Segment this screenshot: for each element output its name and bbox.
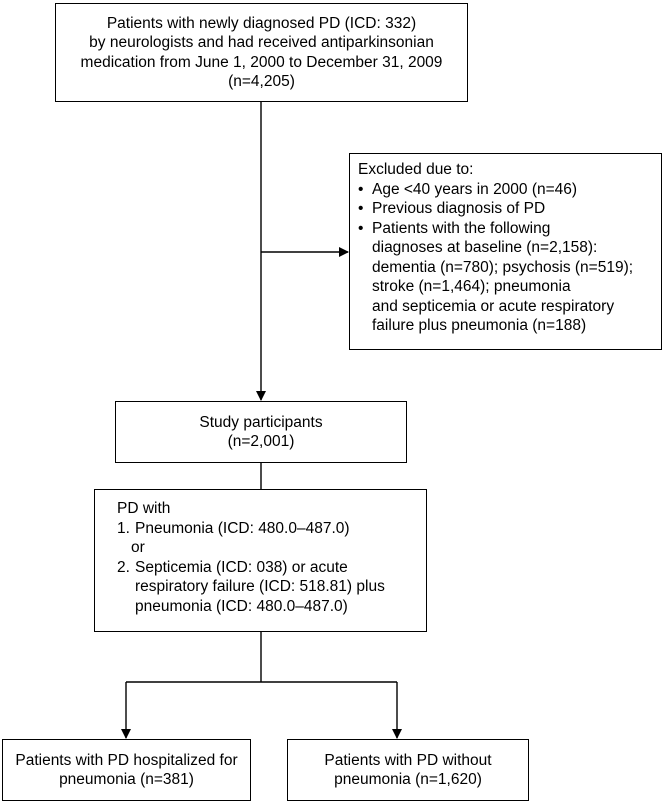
exclusion-item: • Age <40 years in 2000 (n=46) bbox=[358, 180, 661, 200]
pd-criteria-item: 2. Septicemia (ICD: 038) or acute respir… bbox=[117, 558, 426, 617]
outcome-hospitalized-label: Patients with PD hospitalized for bbox=[15, 751, 238, 769]
initial-cohort-box: Patients with newly diagnosed PD (ICD: 3… bbox=[55, 3, 468, 102]
outcome-without-pneumonia-box: Patients with PD without pneumonia (n=1,… bbox=[287, 739, 529, 801]
bullet-icon: • bbox=[358, 180, 364, 198]
pd-criteria-box: PD with 1. Pneumonia (ICD: 480.0–487.0) … bbox=[94, 489, 427, 632]
pd-criteria-text: respiratory failure (ICD: 518.81) plus bbox=[135, 578, 385, 595]
exclusion-item-text: dementia (n=780); psychosis (n=519); bbox=[372, 258, 634, 276]
item-number: 1. bbox=[117, 519, 130, 537]
bullet-icon: • bbox=[358, 219, 364, 237]
exclusion-item-text: diagnoses at baseline (n=2,158): bbox=[372, 239, 598, 256]
pd-criteria-heading: PD with bbox=[117, 500, 171, 517]
exclusion-item-text: Patients with the following bbox=[372, 219, 551, 237]
outcome-hospitalized-count: pneumonia (n=381) bbox=[59, 771, 194, 788]
initial-cohort-count: (n=4,205) bbox=[228, 73, 295, 90]
item-number: 2. bbox=[117, 558, 130, 576]
exclusion-item-text: Previous diagnosis of PD bbox=[372, 200, 546, 217]
pd-criteria-item: 1. Pneumonia (ICD: 480.0–487.0) bbox=[117, 519, 426, 539]
study-participants-label: Study participants bbox=[199, 413, 323, 431]
exclusion-box: Excluded due to: • Age <40 years in 2000… bbox=[349, 153, 662, 350]
outcome-hospitalized-box: Patients with PD hospitalized for pneumo… bbox=[2, 739, 251, 801]
outcome-without-label: Patients with PD without bbox=[324, 751, 492, 769]
exclusion-item: • Patients with the following diagnoses … bbox=[358, 219, 661, 336]
initial-cohort-line: medication from June 1, 2000 to December… bbox=[80, 53, 443, 71]
bullet-icon: • bbox=[358, 200, 364, 217]
exclusion-item-text: stroke (n=1,464); pneumonia bbox=[372, 278, 571, 295]
study-participants-count: (n=2,001) bbox=[227, 433, 295, 450]
pd-criteria-text: Pneumonia (ICD: 480.0–487.0) bbox=[135, 519, 350, 537]
study-participants-box: Study participants (n=2,001) bbox=[115, 401, 407, 463]
pd-criteria-text: pneumonia (ICD: 480.0–487.0) bbox=[135, 597, 348, 615]
pd-criteria-or: or bbox=[131, 539, 145, 556]
exclusion-item-text: and septicemia or acute respiratory bbox=[372, 297, 615, 315]
initial-cohort-line: by neurologists and had received antipar… bbox=[89, 34, 434, 51]
pd-criteria-text: Septicemia (ICD: 038) or acute bbox=[135, 558, 348, 576]
exclusion-item-text: failure plus pneumonia (n=188) bbox=[372, 317, 587, 334]
exclusion-heading: Excluded due to: bbox=[358, 161, 474, 178]
exclusion-item: • Previous diagnosis of PD bbox=[358, 199, 661, 219]
outcome-without-count: pneumonia (n=1,620) bbox=[334, 771, 482, 788]
initial-cohort-line: Patients with newly diagnosed PD (ICD: 3… bbox=[106, 14, 417, 32]
exclusion-item-text: Age <40 years in 2000 (n=46) bbox=[372, 180, 578, 198]
